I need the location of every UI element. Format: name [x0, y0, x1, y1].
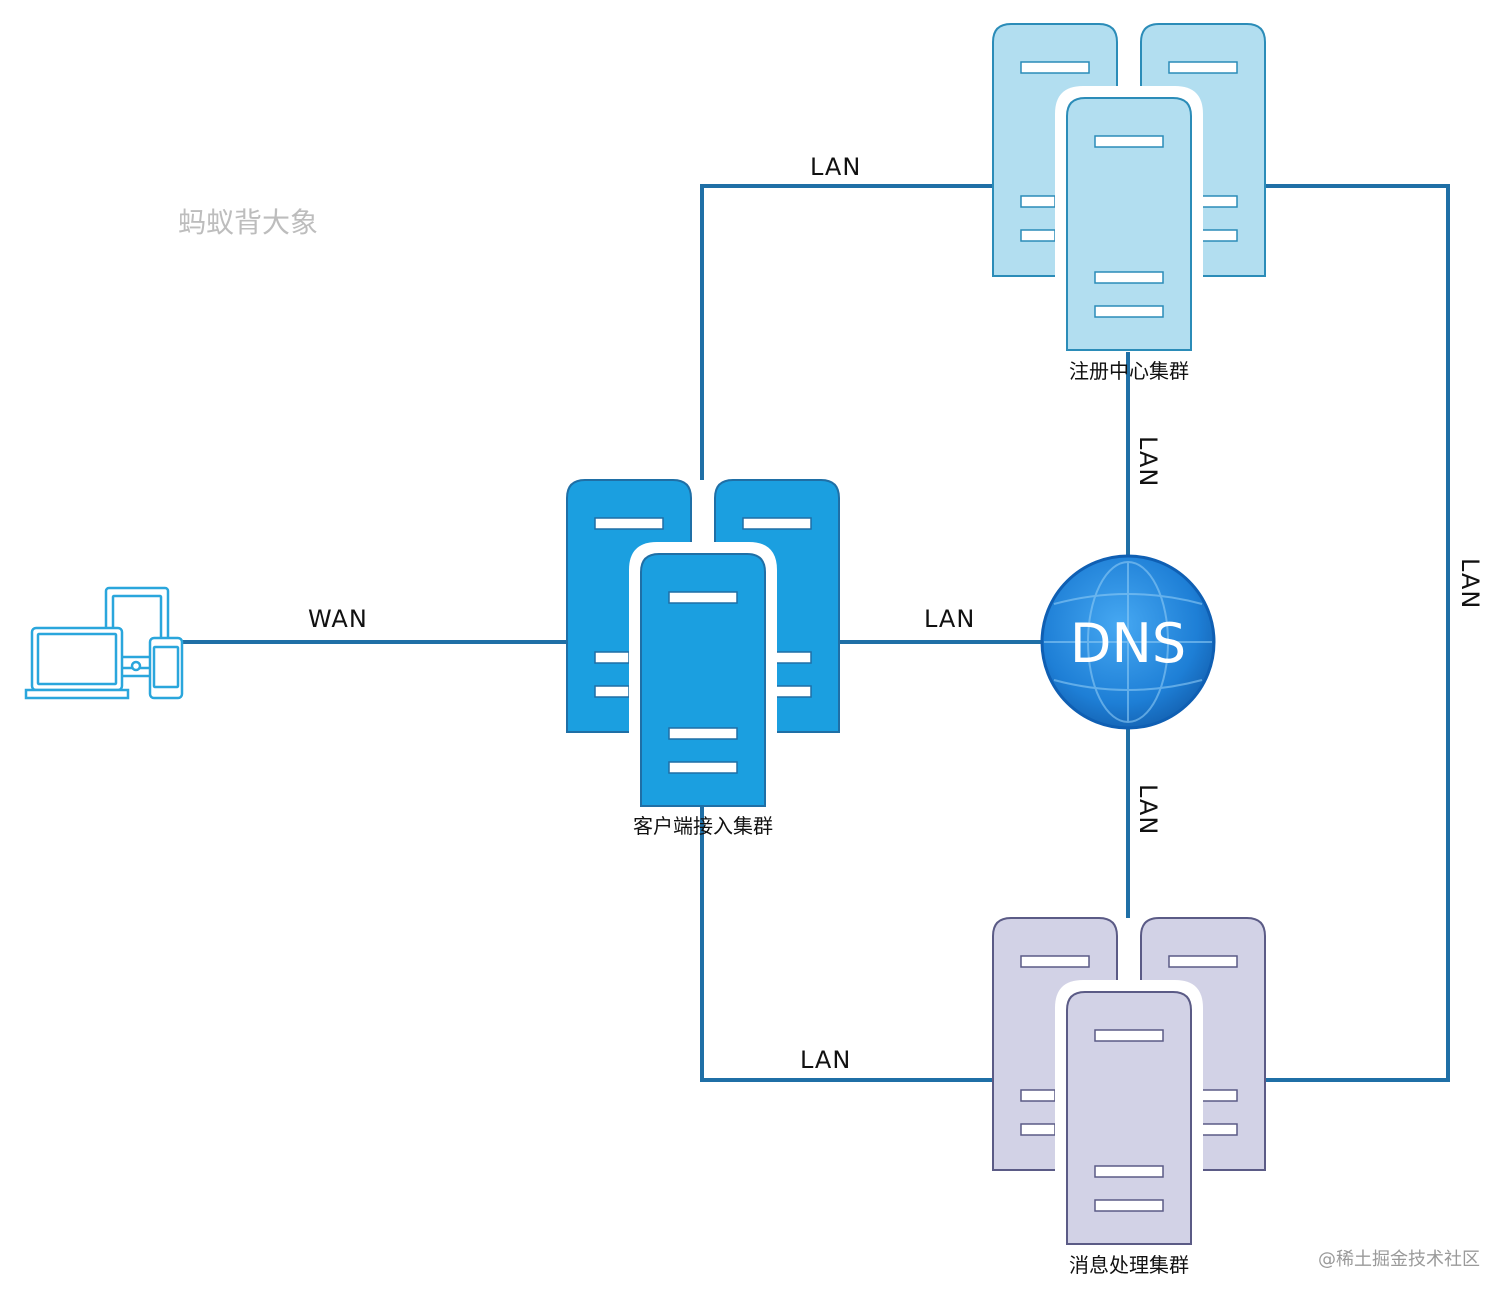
lan-link-registry-message — [1264, 184, 1450, 1082]
client-cluster-label: 客户端接入集群 — [633, 814, 773, 838]
label-lan-client-message: LAN — [800, 1046, 851, 1074]
server-front-icon — [640, 553, 766, 807]
dns-label: DNS — [1070, 612, 1186, 675]
label-wan: WAN — [308, 605, 368, 633]
message-cluster-label: 消息处理集群 — [1069, 1253, 1189, 1277]
drive-slot — [1168, 61, 1238, 74]
lan-link-client-registry — [700, 184, 994, 480]
drive-slot — [1094, 1199, 1164, 1212]
drive-slot — [1020, 61, 1090, 74]
server-front-icon — [1066, 991, 1192, 1245]
author-watermark: 蚂蚁背大象 — [178, 206, 318, 239]
drive-slot — [594, 517, 664, 530]
server-front-icon — [1066, 97, 1192, 351]
drive-slot — [1200, 1123, 1238, 1136]
drive-slot — [668, 761, 738, 774]
site-watermark: @稀土掘金技术社区 — [1318, 1249, 1480, 1270]
drive-slot — [1200, 229, 1238, 242]
label-lan-registry-dns: LAN — [1134, 436, 1162, 487]
connections — [178, 184, 1450, 1082]
drive-slot — [668, 591, 738, 604]
drive-slot — [1020, 229, 1056, 242]
client-access-cluster — [566, 479, 840, 807]
drive-slot — [1094, 305, 1164, 318]
drive-slot — [1200, 195, 1238, 208]
label-lan-dns-message: LAN — [1134, 784, 1162, 835]
drive-slot — [1094, 1165, 1164, 1178]
drive-slot — [1094, 271, 1164, 284]
drive-slot — [774, 651, 812, 664]
message-processing-cluster — [992, 917, 1266, 1245]
laptop-tablet-phone-icon — [24, 586, 184, 700]
drive-slot — [1200, 1089, 1238, 1102]
drive-slot — [668, 727, 738, 740]
drive-slot — [1020, 195, 1056, 208]
lan-link-client-message — [700, 806, 994, 1082]
drive-slot — [1094, 135, 1164, 148]
edge-labels: WAN LAN LAN LAN LAN LAN LAN — [308, 153, 1484, 1074]
label-lan-client-registry: LAN — [810, 153, 861, 181]
drive-slot — [1168, 955, 1238, 968]
drive-slot — [774, 685, 812, 698]
drive-slot — [1020, 1123, 1056, 1136]
label-lan-client-dns: LAN — [924, 605, 975, 633]
registry-center-cluster — [992, 23, 1266, 351]
drive-slot — [594, 685, 630, 698]
registry-cluster-label: 注册中心集群 — [1069, 359, 1189, 383]
drive-slot — [1094, 1029, 1164, 1042]
dns-globe-icon: DNS — [1040, 554, 1216, 730]
drive-slot — [1020, 1089, 1056, 1102]
drive-slot — [742, 517, 812, 530]
drive-slot — [1020, 955, 1090, 968]
label-lan-registry-message: LAN — [1456, 558, 1484, 609]
drive-slot — [594, 651, 630, 664]
